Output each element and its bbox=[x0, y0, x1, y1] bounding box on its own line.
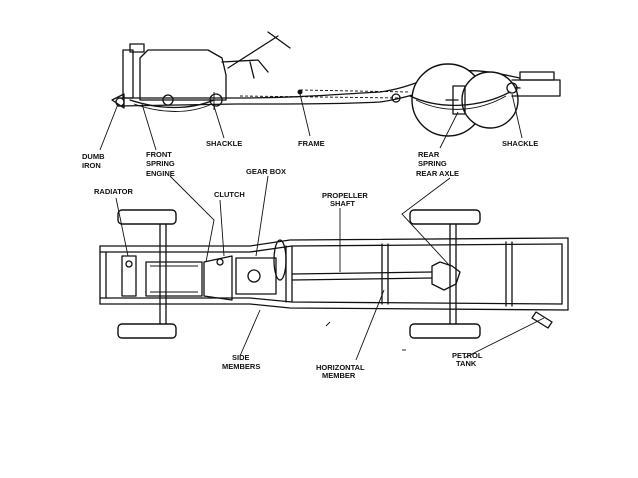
side-front-shackle bbox=[209, 93, 223, 107]
label-dumb-iron-2: IRON bbox=[82, 161, 101, 170]
leader-lines bbox=[99, 93, 545, 361]
top-view bbox=[99, 209, 569, 351]
label-shackle-front: SHACKLE bbox=[206, 139, 242, 148]
side-propeller-shaft bbox=[239, 95, 401, 99]
label-engine: ENGINE bbox=[146, 169, 175, 178]
side-bonnet bbox=[139, 49, 227, 101]
top-rear-wheel-left bbox=[409, 209, 481, 225]
label-side-members-2: MEMBERS bbox=[222, 362, 260, 371]
top-differential bbox=[431, 261, 461, 291]
label-side-members-1: SIDE bbox=[232, 353, 250, 362]
top-front-wheel-left bbox=[117, 209, 177, 225]
top-engine bbox=[145, 261, 203, 297]
top-petrol-tank bbox=[531, 311, 553, 329]
side-view bbox=[111, 31, 561, 137]
top-propeller-shaft bbox=[291, 271, 433, 275]
label-shackle-rear: SHACKLE bbox=[502, 139, 538, 148]
side-steering-column bbox=[227, 35, 279, 69]
label-front-spring-2: SPRING bbox=[146, 159, 175, 168]
label-petrol-tank-1: PETROL bbox=[452, 351, 483, 360]
label-rear-spring-1: REAR bbox=[418, 150, 440, 159]
label-clutch: CLUTCH bbox=[214, 190, 245, 199]
label-gear-box: GEAR BOX bbox=[246, 167, 286, 176]
top-rear-wheel-right bbox=[409, 323, 481, 339]
top-front-wheel-right bbox=[117, 323, 177, 339]
label-petrol-tank-2: TANK bbox=[456, 359, 477, 368]
label-horizontal-member-2: MEMBER bbox=[322, 371, 356, 380]
labels: DUMB IRON FRONT SPRING SHACKLE FRAME REA… bbox=[82, 139, 538, 380]
label-rear-spring-2: SPRING bbox=[418, 159, 447, 168]
label-dumb-iron-1: DUMB bbox=[82, 152, 105, 161]
side-rear-spring bbox=[409, 91, 511, 107]
label-radiator: RADIATOR bbox=[94, 187, 133, 196]
top-side-member-lower bbox=[99, 303, 569, 311]
top-side-member-upper bbox=[99, 237, 569, 247]
top-clutch bbox=[203, 255, 233, 301]
label-frame: FRAME bbox=[298, 139, 325, 148]
label-propeller-shaft-2: SHAFT bbox=[330, 199, 355, 208]
side-rear-shackle bbox=[506, 82, 518, 94]
label-propeller-shaft-1: PROPELLER bbox=[322, 191, 368, 200]
label-horizontal-member-1: HORIZONTAL bbox=[316, 363, 365, 372]
top-radiator bbox=[121, 255, 137, 297]
label-rear-axle: REAR AXLE bbox=[416, 169, 459, 178]
side-front-spring bbox=[129, 99, 215, 109]
label-front-spring-1: FRONT bbox=[146, 150, 172, 159]
